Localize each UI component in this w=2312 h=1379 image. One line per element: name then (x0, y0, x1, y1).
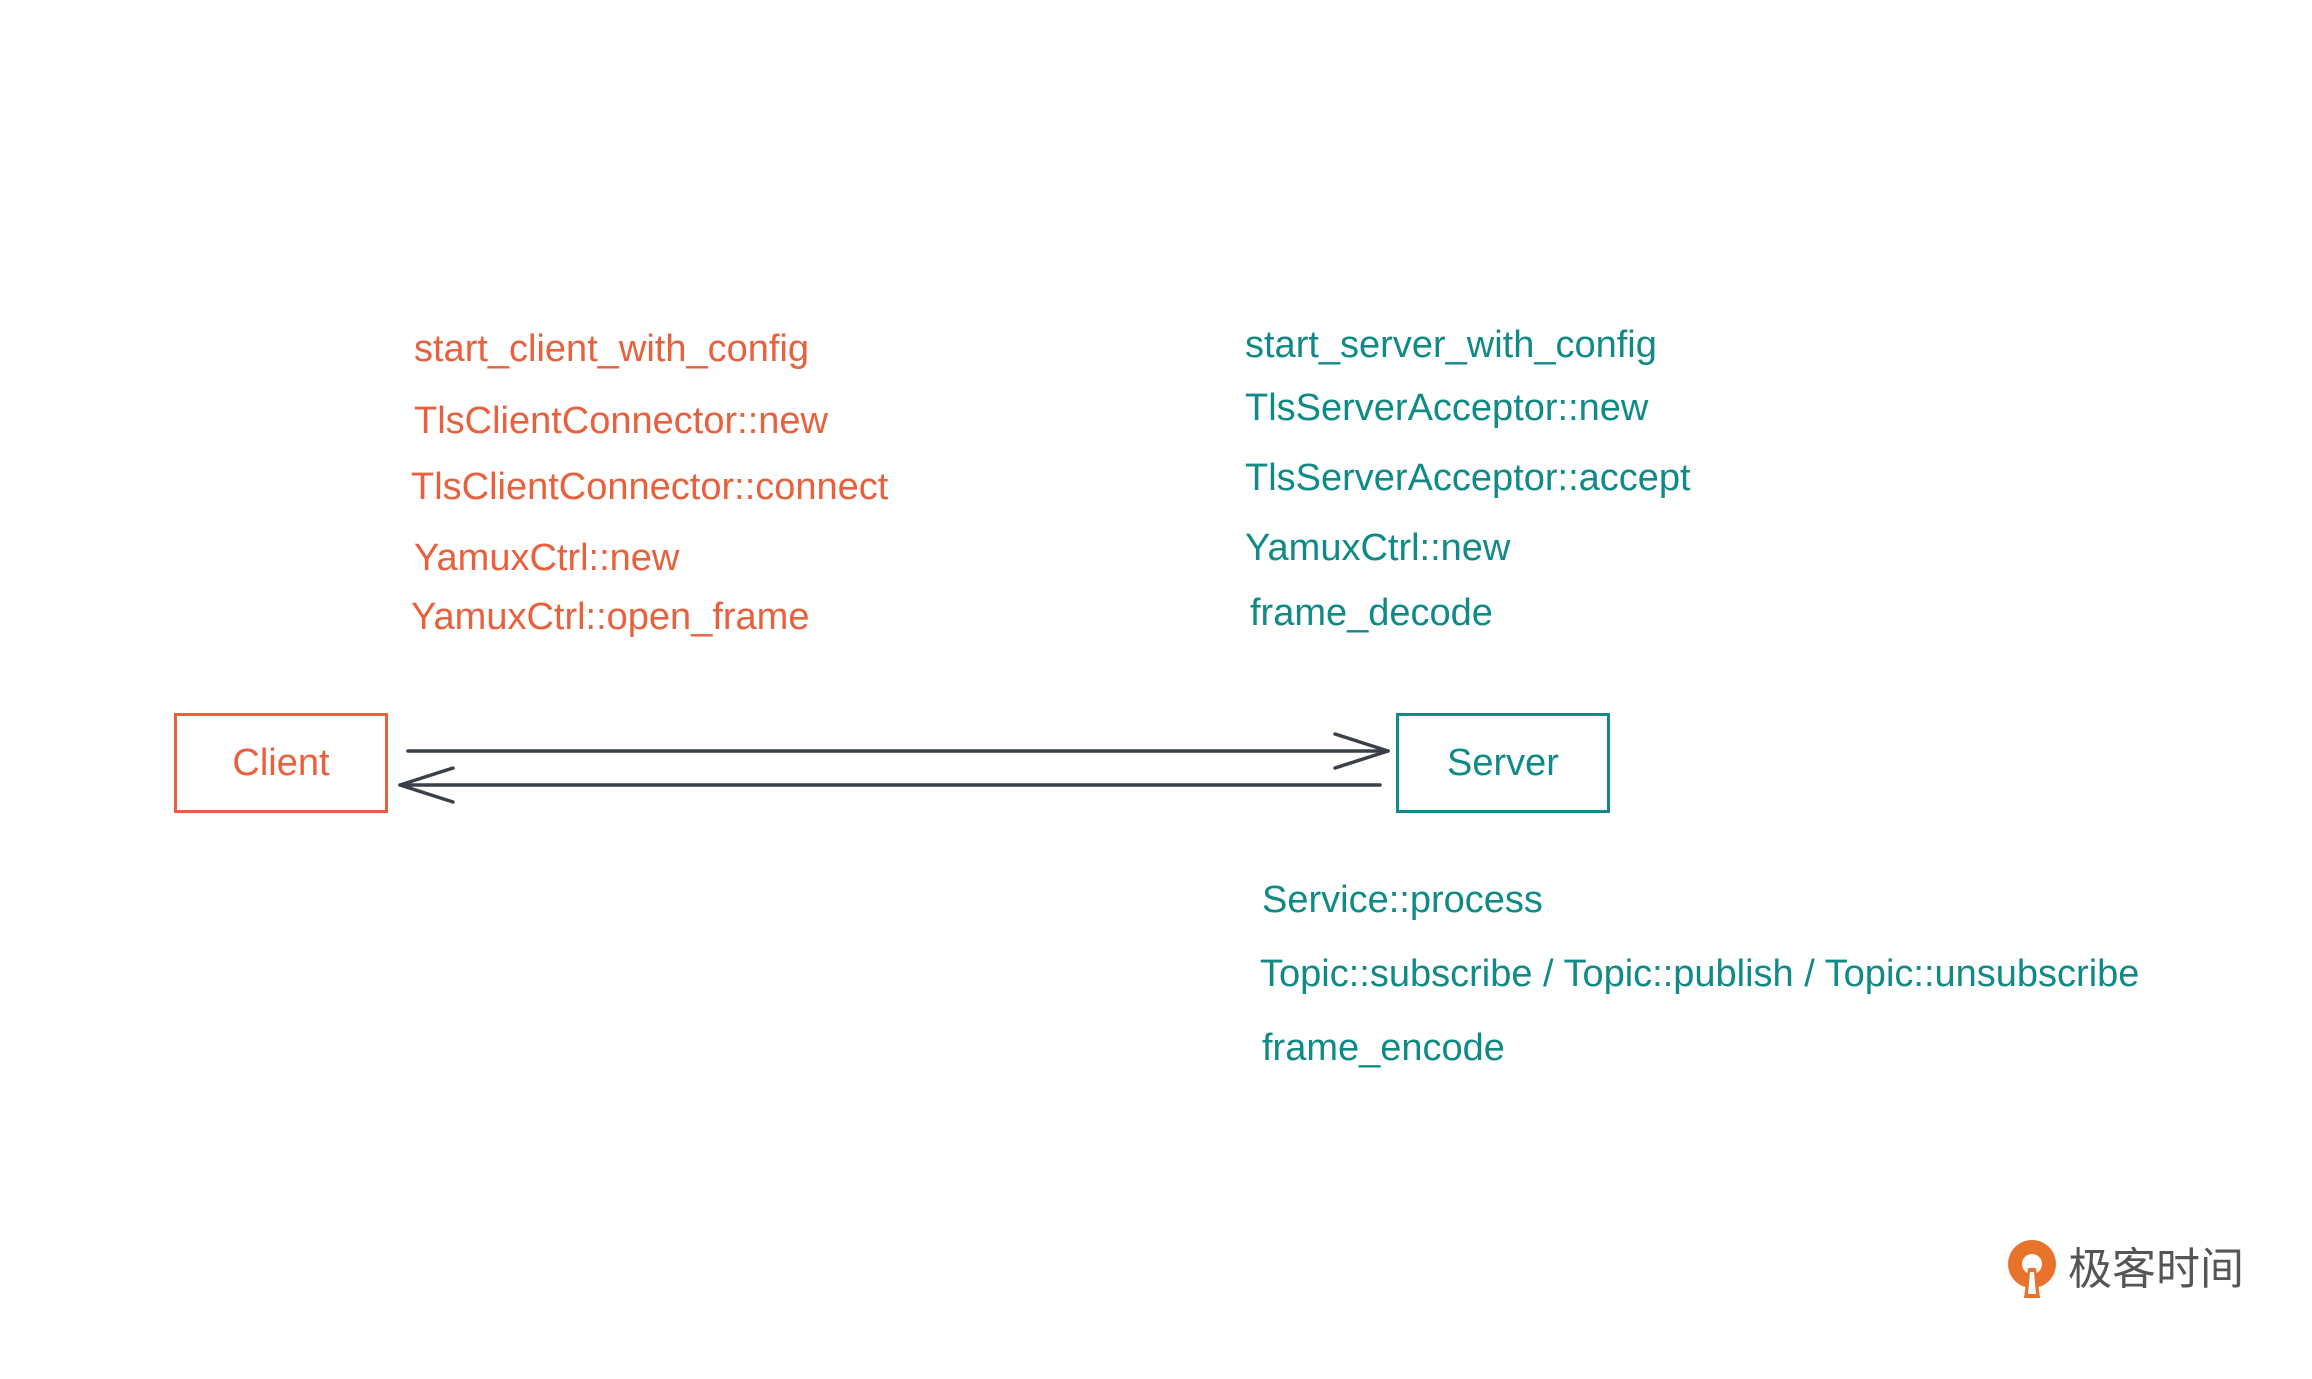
client-call-tls-connector-connect: TlsClientConnector::connect (411, 466, 889, 508)
server-call-yamux-new: YamuxCtrl::new (1245, 527, 1511, 569)
geektime-logo: 极客时间 (2006, 1238, 2244, 1302)
client-box: Client (174, 713, 388, 813)
server-box: Server (1396, 713, 1610, 813)
client-box-label: Client (232, 741, 330, 784)
request-arrowhead (1333, 732, 1390, 770)
client-call-start-client-with-config: start_client_with_config (414, 328, 809, 370)
server-call-frame-decode: frame_decode (1250, 592, 1493, 634)
response-arrowhead (398, 766, 455, 804)
geektime-logo-icon (2008, 1240, 2056, 1298)
server-box-label: Server (1447, 741, 1559, 784)
server-call-service-process: Service::process (1262, 879, 1543, 921)
server-call-start-server-with-config: start_server_with_config (1245, 324, 1657, 366)
server-call-tls-acceptor-accept: TlsServerAcceptor::accept (1245, 457, 1691, 499)
server-call-frame-encode: frame_encode (1262, 1027, 1505, 1069)
client-call-yamux-open-frame: YamuxCtrl::open_frame (411, 596, 810, 638)
server-call-topic-ops: Topic::subscribe / Topic::publish / Topi… (1260, 953, 2140, 995)
server-call-tls-acceptor-new: TlsServerAcceptor::new (1245, 387, 1649, 429)
geektime-logo-text: 极客时间 (2068, 1244, 2244, 1295)
client-call-tls-connector-new: TlsClientConnector::new (414, 400, 828, 442)
client-call-yamux-new: YamuxCtrl::new (414, 537, 680, 579)
